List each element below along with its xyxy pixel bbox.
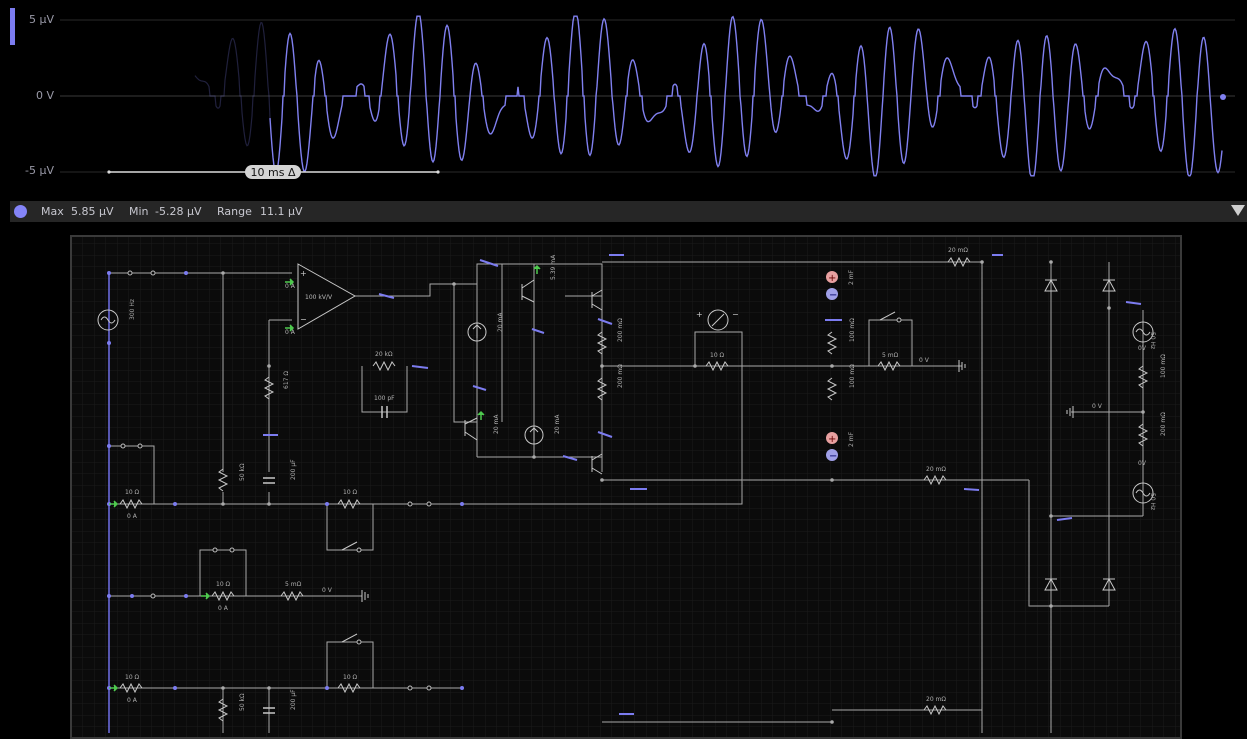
cap-200u-label: 200 µF bbox=[290, 459, 297, 480]
svg-text:+: + bbox=[696, 310, 703, 319]
src-50hz-label: 50 Hz bbox=[1149, 493, 1156, 510]
ac-source-300hz[interactable]: 300 Hz bbox=[97, 299, 136, 331]
scope-trace-cursor bbox=[1220, 94, 1226, 100]
oscilloscope-panel[interactable]: 5 µV 0 V -5 µV 10 ms Δ bbox=[0, 0, 1247, 200]
diodes[interactable] bbox=[1044, 278, 1116, 591]
time-scale-label: 10 ms Δ bbox=[251, 166, 296, 179]
svg-text:+: + bbox=[828, 273, 836, 284]
r-5m-label: 5 mΩ bbox=[882, 352, 899, 359]
op-amp[interactable]: + − 100 kV/V 0 A 0 A bbox=[285, 263, 357, 336]
time-scale-endpoint bbox=[436, 170, 440, 174]
src-voltage-label: 0V bbox=[1138, 460, 1147, 467]
range-label: Range bbox=[217, 205, 252, 218]
r-10-label: 10 Ω bbox=[710, 352, 725, 359]
max-label: Max bbox=[41, 205, 64, 218]
cs-539-label: 5.39 mA bbox=[550, 254, 557, 280]
junctions bbox=[221, 260, 1145, 724]
terminals bbox=[120, 270, 902, 691]
min-value: -5.28 µV bbox=[155, 205, 202, 218]
cap-200u-label: 200 µF bbox=[290, 689, 297, 710]
cap-2mf-label: 2 mF bbox=[848, 431, 855, 447]
toggle-switches[interactable] bbox=[341, 311, 896, 643]
src-voltage-label: 0V bbox=[1138, 345, 1147, 352]
time-scale-endpoint bbox=[107, 170, 111, 174]
voltage-label: 0 V bbox=[919, 357, 930, 364]
opamp-current-label: 0 A bbox=[285, 329, 296, 336]
r-10-label: 10 Ω bbox=[125, 489, 140, 496]
svg-text:−: − bbox=[829, 290, 837, 301]
trace-color-dot[interactable] bbox=[14, 205, 27, 218]
active-wires bbox=[602, 261, 1052, 733]
r-10-label: 10 Ω bbox=[125, 674, 140, 681]
cs-20ma-label: 20 mA bbox=[493, 414, 500, 434]
r-10-label: 10 Ω bbox=[343, 489, 358, 496]
min-label: Min bbox=[129, 205, 149, 218]
voltage-label: 0 V bbox=[1092, 403, 1103, 410]
r-100m-label: 100 mΩ bbox=[849, 364, 856, 388]
opamp-gain-label: 100 kV/V bbox=[305, 294, 333, 301]
collapse-scope-button[interactable] bbox=[1231, 205, 1245, 216]
r-50k-label: 50 kΩ bbox=[239, 463, 246, 481]
opamp-minus-label: − bbox=[300, 315, 307, 324]
transistors[interactable] bbox=[464, 279, 603, 475]
voltage-label: 0 V bbox=[322, 587, 333, 594]
switches[interactable] bbox=[263, 254, 1142, 715]
voltmeter[interactable]: + − bbox=[696, 309, 739, 331]
time-scale-pill bbox=[245, 165, 301, 179]
r-20m-label: 20 mΩ bbox=[948, 247, 968, 254]
circuit-board[interactable]: 300 Hz + − 100 kV/V 0 A 0 A bbox=[70, 235, 1182, 739]
board-grid bbox=[72, 237, 1180, 737]
current-label: 0 A bbox=[127, 697, 138, 704]
r-200m-label: 200 mΩ bbox=[1160, 412, 1167, 436]
nodes bbox=[107, 271, 464, 690]
svg-text:−: − bbox=[829, 451, 837, 462]
svg-text:−: − bbox=[732, 310, 739, 319]
y-axis-label-bottom: -5 µV bbox=[25, 164, 54, 177]
max-value: 5.85 µV bbox=[71, 205, 114, 218]
y-axis-label-top: 5 µV bbox=[28, 13, 54, 26]
r-10-label: 10 Ω bbox=[216, 581, 231, 588]
r-20m-label: 20 mΩ bbox=[926, 696, 946, 703]
scope-trace-history bbox=[194, 21, 271, 147]
r-10-label: 10 Ω bbox=[343, 674, 358, 681]
r-5m-label: 5 mΩ bbox=[285, 581, 302, 588]
r-100m-label: 100 mΩ bbox=[849, 318, 856, 342]
capacitors[interactable] bbox=[263, 406, 388, 714]
opamp-plus-label: + bbox=[300, 269, 307, 278]
r-20k-label: 20 kΩ bbox=[375, 351, 393, 358]
component-labels: 20 kΩ 617 Ω 100 pF 20 mA 20 mA 20 mA 5.3… bbox=[125, 247, 1167, 711]
r-100m-label: 100 mΩ bbox=[1160, 354, 1167, 378]
scope-status-bar[interactable]: Max 5.85 µV Min -5.28 µV Range 11.1 µV bbox=[10, 201, 1247, 222]
cap-100p-label: 100 pF bbox=[374, 395, 395, 402]
scope-trace bbox=[269, 15, 1223, 177]
ac-source-50hz[interactable] bbox=[1132, 321, 1154, 504]
src-50hz-label: 50 Hz bbox=[1149, 332, 1156, 349]
resistors[interactable] bbox=[119, 256, 1149, 722]
ground-symbols bbox=[361, 360, 1074, 602]
r-617-label: 617 Ω bbox=[283, 371, 290, 389]
scope-selection-marker bbox=[10, 8, 15, 45]
current-label: 0 A bbox=[127, 513, 138, 520]
cap-2mf-label: 2 mF bbox=[848, 269, 855, 285]
current-label: 0 A bbox=[218, 605, 229, 612]
y-axis-label-zero: 0 V bbox=[35, 89, 54, 102]
r-200m-label: 200 mΩ bbox=[617, 318, 624, 342]
r-20m-label: 20 mΩ bbox=[926, 466, 946, 473]
r-50k-label: 50 kΩ bbox=[239, 693, 246, 711]
current-arrows bbox=[109, 264, 541, 692]
svg-text:+: + bbox=[828, 434, 836, 445]
src-freq-label: 300 Hz bbox=[129, 299, 136, 320]
current-sources[interactable] bbox=[467, 322, 544, 445]
r-200m-label: 200 mΩ bbox=[617, 364, 624, 388]
range-value: 11.1 µV bbox=[260, 205, 303, 218]
cs-20ma-label: 20 mA bbox=[497, 312, 504, 332]
electrolytic-capacitors[interactable]: + − + − bbox=[826, 271, 838, 462]
opamp-current-label: 0 A bbox=[285, 283, 296, 290]
cs-20ma-label: 20 mA bbox=[554, 414, 561, 434]
